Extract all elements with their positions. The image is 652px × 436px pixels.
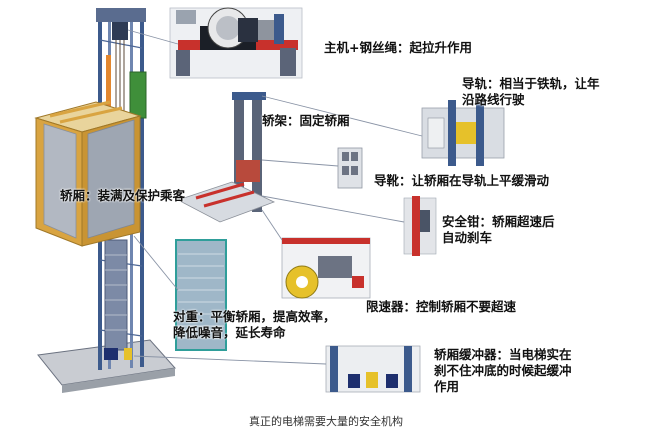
label-safety-gear-1: 安全钳：轿厢超速后 xyxy=(442,214,555,229)
governor-inset xyxy=(281,237,371,299)
guide-rail-inset xyxy=(421,100,505,166)
label-guide-shoe: 导靴：让轿厢在导轨上平缓滑动 xyxy=(374,173,550,188)
counterweight-inset xyxy=(175,239,227,351)
buffer-inset xyxy=(325,345,421,393)
elevator-car xyxy=(34,100,142,247)
label-counterweight-2: 降低噪音，延长寿命 xyxy=(173,325,286,340)
car-frame-inset xyxy=(176,92,276,223)
label-buffer-2: 刹不住冲底的时候起缓冲 xyxy=(434,363,572,378)
label-guide-rail-1: 导轨：相当于铁轨，让年 xyxy=(462,76,600,91)
label-motor: 主机+钢丝绳：起拉升作用 xyxy=(324,40,472,55)
label-counterweight-1: 对重：平衡轿厢，提高效率， xyxy=(173,309,336,324)
label-buffer-1: 轿厢缓冲器：当电梯实在 xyxy=(434,347,572,362)
safety-gear-inset xyxy=(403,196,437,256)
label-guide-rail-2: 沿路线行驶 xyxy=(462,92,525,107)
label-frame: 轿架：固定轿厢 xyxy=(262,113,350,128)
leader-lines xyxy=(127,29,423,365)
label-safety-gear-2: 自动刹车 xyxy=(442,230,493,245)
label-buffer-3: 作用 xyxy=(434,379,460,394)
label-car: 轿厢：装满及保护乘客 xyxy=(60,188,186,203)
guide-shoe-inset xyxy=(337,147,363,189)
figure-caption: 真正的电梯需要大量的安全机构 xyxy=(249,415,403,428)
motor-inset xyxy=(169,7,303,79)
label-governor: 限速器：控制轿厢不要超速 xyxy=(366,299,517,314)
